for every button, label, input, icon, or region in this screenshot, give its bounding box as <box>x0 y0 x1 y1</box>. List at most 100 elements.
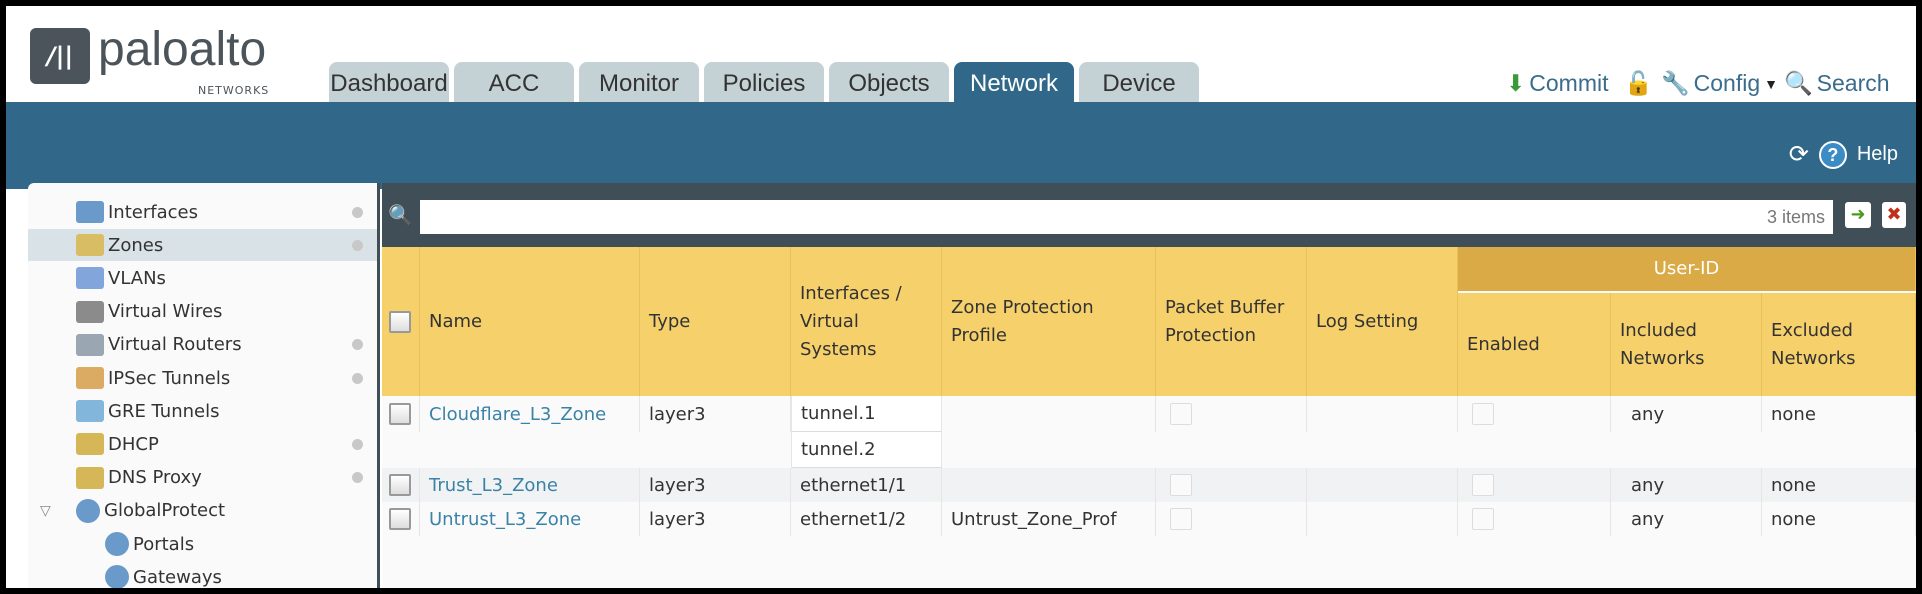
magnifier-icon: 🔍 <box>1784 70 1813 96</box>
tab-acc[interactable]: ACC <box>454 62 574 102</box>
nav-band <box>6 102 1916 189</box>
config-menu[interactable]: 🔧Config▼ <box>1661 70 1778 97</box>
dns-proxy-icon <box>76 466 104 489</box>
status-dot-icon <box>352 472 363 484</box>
userid-enabled-cell <box>1458 468 1611 502</box>
zone-name-link[interactable]: Untrust_L3_Zone <box>420 502 640 536</box>
dhcp-icon <box>76 433 104 456</box>
dropdown-arrow-icon: ▼ <box>1764 75 1778 92</box>
column-header-included-networks[interactable]: Included Networks <box>1611 293 1762 396</box>
clear-filter-icon[interactable]: ✖ <box>1882 202 1906 228</box>
search-link[interactable]: 🔍Search <box>1784 70 1890 97</box>
table-row[interactable] <box>382 502 1916 536</box>
row-checkbox[interactable] <box>389 474 411 496</box>
sidebar-item-virtual-wires[interactable]: Virtual Wires <box>28 296 377 328</box>
log-setting <box>1307 502 1458 536</box>
table-row[interactable] <box>382 468 1916 502</box>
zone-name-link[interactable]: Cloudflare_L3_Zone <box>420 396 640 432</box>
sidebar-item-gateways[interactable]: Gateways <box>28 561 377 588</box>
gre-tunnels-icon <box>76 400 104 423</box>
help-link[interactable]: Help <box>1856 143 1898 165</box>
commit-icon: ⬇ <box>1506 70 1526 96</box>
sidebar-item-label: Gateways <box>133 566 222 588</box>
sidebar-item-label: DNS Proxy <box>108 467 202 489</box>
help-icon[interactable]: ? <box>1818 140 1847 169</box>
sidebar-item-label: Interfaces <box>108 201 198 223</box>
tab-network[interactable]: Network <box>954 62 1074 102</box>
userid-enabled-checkbox <box>1472 474 1494 496</box>
sidebar-item-label: GlobalProtect <box>104 500 226 522</box>
packet-buffer-checkbox <box>1170 403 1192 425</box>
sidebar-item-dhcp[interactable]: DHCP <box>28 428 377 460</box>
column-header-enabled[interactable]: Enabled <box>1458 293 1611 396</box>
sidebar-item-interfaces[interactable]: Interfaces <box>28 196 377 228</box>
paloalto-logo: /|| paloalto NETWORKS <box>30 23 300 104</box>
sidebar-item-label: Virtual Wires <box>108 301 223 323</box>
help-area: ⟳ ? Help <box>1789 140 1898 169</box>
sidebar-item-gre-tunnels[interactable]: GRE Tunnels <box>28 395 377 427</box>
excluded-networks: none <box>1762 502 1916 536</box>
column-header-zone-protection-profile[interactable]: Zone Protection Profile <box>942 247 1156 396</box>
sidebar-item-label: IPSec Tunnels <box>108 367 231 389</box>
column-header-type[interactable]: Type <box>640 247 791 396</box>
filter-input[interactable]: 3 items <box>420 200 1833 234</box>
sidebar-item-label: Virtual Routers <box>108 334 242 356</box>
row-checkbox[interactable] <box>389 403 411 425</box>
refresh-icon[interactable]: ⟳ <box>1788 141 1809 168</box>
column-header-excluded-networks[interactable]: Excluded Networks <box>1762 293 1916 396</box>
apply-filter-icon[interactable]: ➜ <box>1845 202 1871 228</box>
sidebar-item-dns-proxy[interactable]: DNS Proxy <box>28 462 377 494</box>
sidebar-item-zones[interactable]: Zones <box>28 229 377 262</box>
column-header-packet-buffer-protection[interactable]: Packet Buffer Protection <box>1156 247 1307 396</box>
tab-policies[interactable]: Policies <box>704 62 824 102</box>
filter-icon: 🔍 <box>388 203 413 227</box>
sidebar-item-ipsec-tunnels[interactable]: IPSec Tunnels <box>28 362 377 394</box>
user-id-group-header: User-ID <box>1458 247 1916 291</box>
interface-value: ethernet1/1 <box>791 468 942 502</box>
zone-type: layer3 <box>640 502 791 536</box>
virtual-wires-icon <box>76 300 104 323</box>
row-checkbox-cell <box>382 502 420 536</box>
interface-value: tunnel.1 <box>791 396 942 432</box>
zone-protection-profile <box>942 396 1156 432</box>
column-header-interfaces-virtual-systems[interactable]: Interfaces / Virtual Systems <box>791 247 942 396</box>
sidebar-item-portals[interactable]: Portals <box>28 528 377 560</box>
commit-label: Commit <box>1529 70 1609 96</box>
vlans-icon <box>76 267 104 290</box>
row-checkbox[interactable] <box>389 508 411 530</box>
column-header-log-setting[interactable]: Log Setting <box>1307 247 1458 396</box>
sidebar-item-vlans[interactable]: VLANs <box>28 262 377 294</box>
sidebar-item-virtual-routers[interactable]: Virtual Routers <box>28 329 377 361</box>
lock-icon[interactable]: 🔓 <box>1624 70 1653 96</box>
zone-name-link[interactable]: Trust_L3_Zone <box>420 468 640 502</box>
table-row[interactable] <box>382 396 1916 468</box>
select-all-checkbox[interactable] <box>389 310 411 333</box>
log-setting <box>1307 468 1458 502</box>
status-dot-icon <box>352 339 363 351</box>
sidebar-item-label: Portals <box>133 533 195 555</box>
ipsec-tunnels-icon <box>76 367 104 389</box>
item-count: 3 items <box>1766 207 1825 227</box>
tab-objects[interactable]: Objects <box>829 62 949 102</box>
select-all-header <box>382 247 420 396</box>
expand-triangle-icon[interactable]: ▽ <box>40 502 51 519</box>
gateways-icon <box>105 565 129 588</box>
tab-device[interactable]: Device <box>1079 62 1199 102</box>
status-dot-icon <box>352 239 363 251</box>
packet-buffer-checkbox <box>1170 508 1192 530</box>
sidebar-item-label: GRE Tunnels <box>108 400 220 422</box>
tab-dashboard[interactable]: Dashboard <box>329 62 449 102</box>
brand-sub: NETWORKS <box>198 84 270 97</box>
sidebar-item-globalprotect[interactable]: ▽ GlobalProtect <box>28 495 377 527</box>
sidebar-item-label: Zones <box>108 234 164 256</box>
status-dot-icon <box>352 206 363 218</box>
column-header-name[interactable]: Name <box>420 247 640 396</box>
interface-value: tunnel.2 <box>791 432 942 468</box>
filter-bar: 🔍 3 items ➜ ✖ <box>382 183 1916 247</box>
tab-monitor[interactable]: Monitor <box>579 62 699 102</box>
logo-mark-icon: /|| <box>30 28 90 84</box>
commit-button[interactable]: ⬇Commit <box>1506 70 1609 97</box>
